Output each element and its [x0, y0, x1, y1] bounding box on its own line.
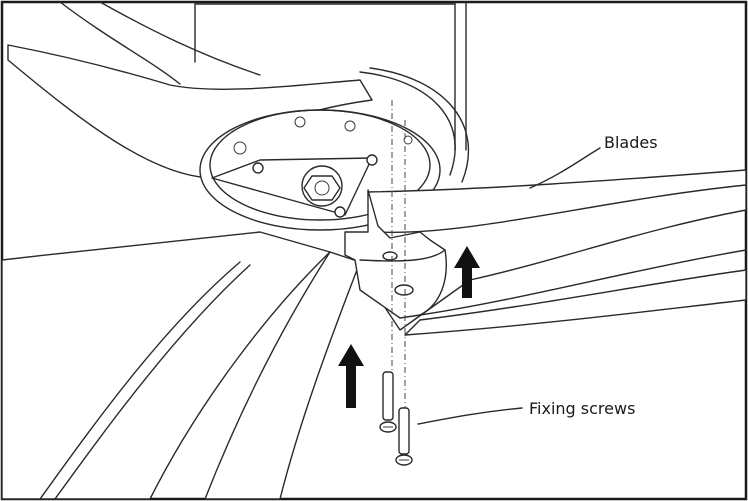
blades-label: Blades [604, 133, 658, 152]
background-structure [194, 1, 467, 151]
fixing-screws-label: Fixing screws [529, 399, 636, 418]
blade-plate [211, 154, 378, 218]
up-arrow-icon [454, 246, 480, 298]
screws-leader-line [417, 407, 523, 425]
screw-axis-lines [391, 100, 406, 410]
up-arrow-icon [338, 344, 364, 408]
blade-right [367, 169, 747, 336]
fixing-screw-1 [379, 371, 397, 433]
blades-leader-line [529, 147, 601, 189]
blade-mount-block [344, 189, 447, 319]
blade-center [204, 251, 361, 500]
blade-upper-left [7, 1, 373, 179]
fixing-screw-2 [395, 407, 413, 466]
